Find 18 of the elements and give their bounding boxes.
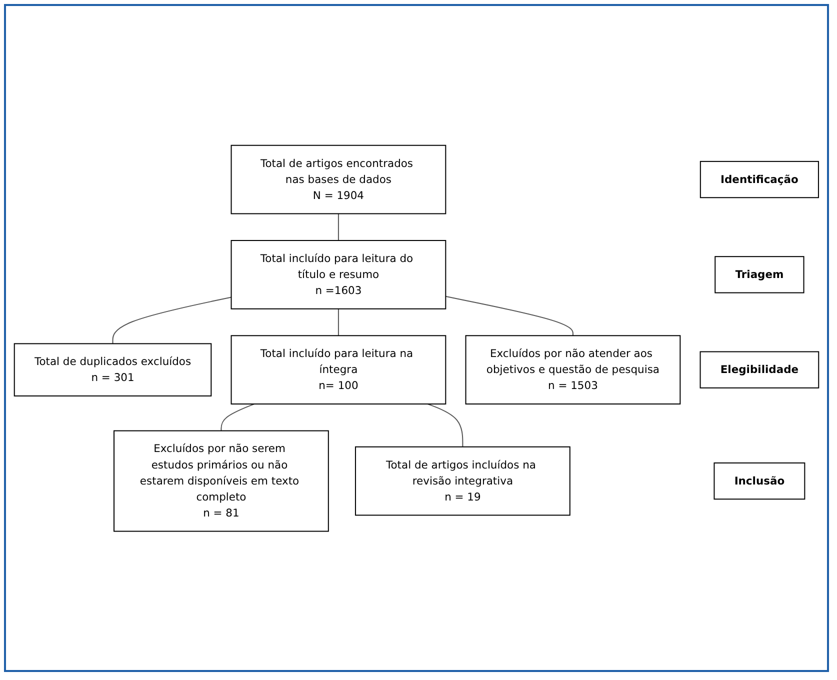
node-box xyxy=(700,350,820,388)
node-box xyxy=(230,144,446,214)
connector xyxy=(338,213,339,240)
connector xyxy=(428,403,464,447)
node-box xyxy=(714,462,806,500)
node-box xyxy=(700,160,819,198)
connector xyxy=(220,403,254,430)
connector xyxy=(338,308,339,336)
node-box xyxy=(230,240,446,310)
node-box xyxy=(14,342,212,396)
node-box xyxy=(114,430,329,532)
connector xyxy=(446,296,574,336)
connector xyxy=(112,296,232,344)
node-box xyxy=(465,334,681,404)
node-box xyxy=(354,446,570,516)
node-box xyxy=(230,334,446,404)
figure-frame: Identificação Total de artigos encontrados nas bases de dados N = 1904 Triagem Total incluído para leitura do título e resumo n =1603 Total de duplicados excluídos n = 301 Excluídos por não atender aos objetivos e questão de pesquisa n = 1503 Elegibilidade Total incluído para leitura na íntegra n= 100 Excluídos por não serem estudos primários ou não estarem disponíveis em texto completo n = 81 Inclusão Total de artigos incluídos na revisão integrativa n = 19 xyxy=(4,4,829,672)
node-box xyxy=(714,256,804,293)
